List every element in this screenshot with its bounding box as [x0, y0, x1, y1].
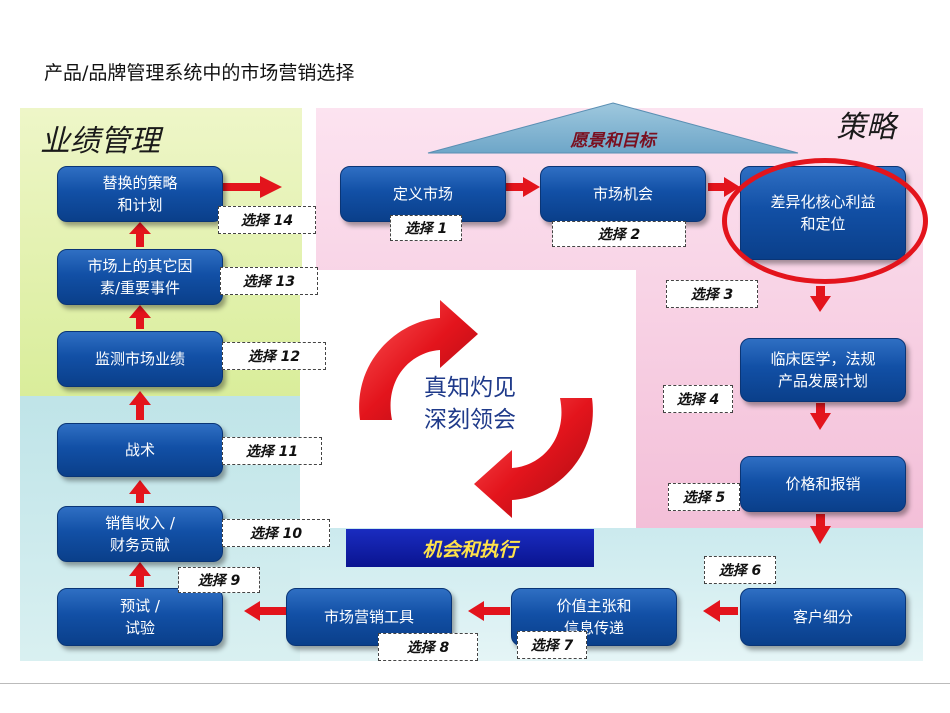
vision-label: 愿景和目标: [570, 131, 656, 151]
arrow-right-14: [222, 176, 282, 198]
option-11: 选择 11: [222, 437, 322, 465]
option-10: 选择 10: [222, 519, 330, 547]
vision-roof: [427, 102, 799, 154]
cycle-arrows: [359, 300, 593, 518]
option-8: 选择 8: [378, 633, 478, 661]
market-opportunity-box: 市场机会: [540, 166, 706, 222]
option-6: 选择 6: [704, 556, 776, 584]
highlight-ring: [722, 158, 928, 284]
option-2: 选择 2: [552, 221, 686, 247]
option-12: 选择 12: [222, 342, 326, 370]
arrow-left-6: [703, 600, 738, 622]
performance-label: 业绩管理: [40, 124, 160, 159]
arrow-down-5: [810, 514, 831, 544]
other-factors-box: 市场上的其它因 素/重要事件: [57, 249, 223, 305]
option-13: 选择 13: [220, 267, 318, 295]
option-7: 选择 7: [517, 631, 587, 659]
monitor-box: 监测市场业绩: [57, 331, 223, 387]
arrow-up-10: [129, 480, 151, 503]
arrow-up-12: [129, 305, 151, 329]
arrow-left-7: [468, 601, 510, 621]
arrow-left-8: [244, 601, 286, 621]
option-1: 选择 1: [390, 215, 462, 241]
option-5: 选择 5: [668, 483, 740, 511]
insight-text: 真知灼见 深刻领会: [424, 375, 516, 433]
execution-banner: 机会和执行: [346, 529, 594, 567]
segmentation-box: 客户细分: [740, 588, 906, 646]
bottom-divider: [0, 683, 950, 684]
pricing-box: 价格和报销: [740, 456, 906, 512]
arrow-right-2: [708, 177, 740, 197]
arrow-down-3: [810, 286, 831, 312]
tactics-box: 战术: [57, 423, 223, 477]
alternative-strategy-box: 替换的策略 和计划: [57, 166, 223, 222]
trial-box: 预试 / 试验: [57, 588, 223, 646]
page-title: 产品/品牌管理系统中的市场营销选择: [44, 62, 355, 84]
arrow-down-4: [810, 403, 831, 430]
sales-box: 销售收入 / 财务贡献: [57, 506, 223, 562]
arrow-up-13: [129, 222, 151, 247]
arrow-up-11: [129, 391, 151, 420]
define-market-box: 定义市场: [340, 166, 506, 222]
option-9: 选择 9: [178, 567, 260, 593]
arrow-up-9: [129, 562, 151, 587]
arrow-right-1: [505, 177, 540, 197]
clinical-box: 临床医学，法规 产品发展计划: [740, 338, 906, 402]
option-4: 选择 4: [663, 385, 733, 413]
option-3: 选择 3: [666, 280, 758, 308]
option-14: 选择 14: [218, 206, 316, 234]
strategy-label: 策略: [836, 110, 896, 145]
